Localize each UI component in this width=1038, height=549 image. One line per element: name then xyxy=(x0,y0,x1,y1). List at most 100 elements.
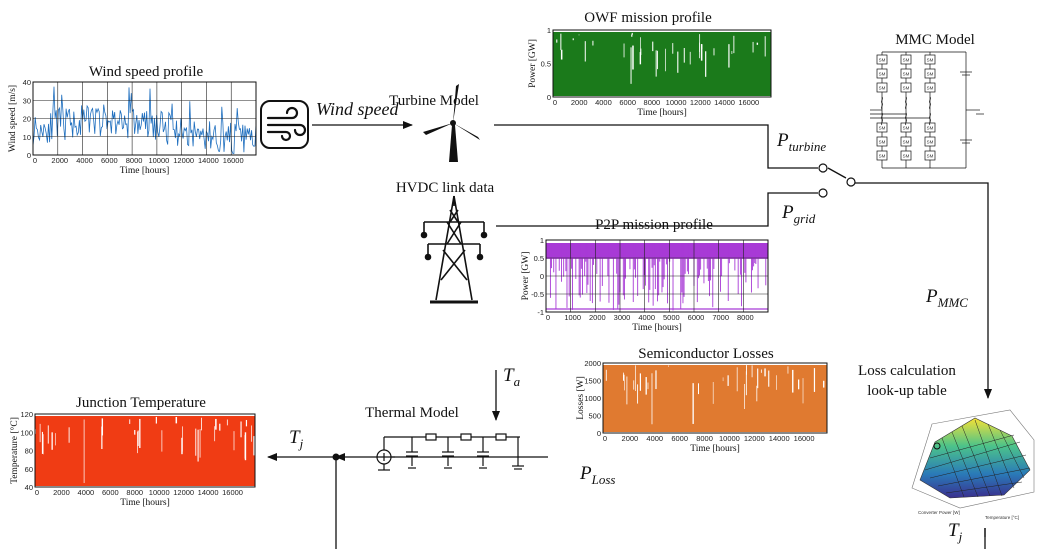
x-tick-label: 10000 xyxy=(149,488,170,497)
plot-fill xyxy=(34,416,255,486)
x-tick-label: 5000 xyxy=(663,313,680,322)
y-tick-label: 80 xyxy=(25,447,33,456)
svg-text:Ta: Ta xyxy=(503,365,521,389)
y-axis-label: Wind speed [m/s] xyxy=(8,85,18,152)
x-axis-label: Time [hours] xyxy=(637,108,687,118)
svg-text:Converter Power [W]: Converter Power [W] xyxy=(918,510,960,515)
signal-lines xyxy=(267,124,992,549)
x-tick-label: 16000 xyxy=(794,434,815,443)
wind-speed-label: Wind speed xyxy=(316,99,399,119)
x-tick-label: 7000 xyxy=(712,313,729,322)
x-axis-label: Time [hours] xyxy=(632,323,682,333)
y-tick-label: 40 xyxy=(25,483,33,492)
submodule-label: SM xyxy=(927,126,934,131)
y-tick-label: 1 xyxy=(547,26,551,35)
plot-fill xyxy=(32,86,257,154)
x-tick-label: 16000 xyxy=(223,156,244,165)
x-tick-label: 0 xyxy=(603,434,607,443)
svg-text:Tj: Tj xyxy=(289,427,304,451)
symbol-t-j-bottom: Tj xyxy=(948,520,963,544)
y-tick-label: 20 xyxy=(23,115,31,124)
x-tick-label: 12000 xyxy=(173,156,194,165)
x-tick-label: 4000 xyxy=(78,488,95,497)
submodule-label: SM xyxy=(903,140,910,145)
y-tick-label: 1000 xyxy=(584,394,601,403)
y-tick-label: 10 xyxy=(23,133,31,142)
x-tick-label: 0 xyxy=(546,313,550,322)
x-tick-label: 14000 xyxy=(198,156,219,165)
y-axis-label: Temperature [°C] xyxy=(9,417,20,484)
submodule-label: SM xyxy=(879,154,886,159)
x-tick-label: 10000 xyxy=(666,98,687,107)
loss-table-label-2: look-up table xyxy=(867,383,947,399)
x-axis-label: Time [hours] xyxy=(120,498,170,508)
x-tick-label: 4000 xyxy=(646,434,663,443)
submodule-label: SM xyxy=(903,86,910,91)
symbol-t-a: Ta xyxy=(503,365,521,389)
x-axis-label: Time [hours] xyxy=(690,444,740,454)
x-tick-label: 8000 xyxy=(696,434,713,443)
x-tick-label: 1000 xyxy=(564,313,581,322)
submodule-label: SM xyxy=(927,154,934,159)
x-tick-label: 6000 xyxy=(688,313,705,322)
svg-text:Tj: Tj xyxy=(948,520,963,544)
x-tick-label: 12000 xyxy=(744,434,765,443)
submodule-label: SM xyxy=(927,140,934,145)
p2p-panel-title: P2P mission profile xyxy=(595,217,713,233)
loss-surface-3d-icon: Converter Power [W] Temperature [°C] xyxy=(898,409,1035,528)
submodule-label: SM xyxy=(879,58,886,63)
x-tick-label: 8000 xyxy=(126,156,143,165)
y-axis-label: Power [GW] xyxy=(521,252,531,301)
submodule-label: SM xyxy=(927,58,934,63)
y-tick-label: 0 xyxy=(547,93,551,102)
submodule-label: SM xyxy=(903,154,910,159)
x-tick-label: 0 xyxy=(33,156,37,165)
y-tick-label: 2000 xyxy=(584,359,601,368)
x-tick-label: 16000 xyxy=(738,98,759,107)
x-tick-label: 8000 xyxy=(737,313,754,322)
tj-panel-title: Junction Temperature xyxy=(76,395,206,411)
submodule-label: SM xyxy=(879,140,886,145)
x-axis-label: Time [hours] xyxy=(120,166,170,176)
x-tick-label: 14000 xyxy=(198,488,219,497)
svg-text:Temperature [°C]: Temperature [°C] xyxy=(985,515,1019,520)
x-tick-label: 6000 xyxy=(101,156,118,165)
x-tick-label: 6000 xyxy=(102,488,119,497)
thermal-model-label: Thermal Model xyxy=(365,405,459,421)
loss-panel-title: Semiconductor Losses xyxy=(638,346,774,362)
wind-icon xyxy=(260,100,309,149)
x-tick-label: 8000 xyxy=(644,98,661,107)
x-tick-label: 2000 xyxy=(51,156,68,165)
x-tick-label: 2000 xyxy=(53,488,70,497)
x-tick-label: 14000 xyxy=(769,434,790,443)
x-tick-label: 10000 xyxy=(719,434,740,443)
owf-panel-title: OWF mission profile xyxy=(584,10,712,26)
x-tick-label: 6000 xyxy=(619,98,636,107)
svg-text:Pturbine: Pturbine xyxy=(776,130,826,154)
x-tick-label: 4000 xyxy=(76,156,93,165)
transmission-tower-icon xyxy=(420,195,488,304)
mmc-model-label: MMC Model xyxy=(895,32,975,48)
svg-text:Pgrid: Pgrid xyxy=(781,202,816,226)
symbol-t-j-left: Tj xyxy=(289,427,304,451)
svg-text:PLoss: PLoss xyxy=(579,463,615,487)
plot-fill xyxy=(552,32,771,96)
x-tick-label: 14000 xyxy=(714,98,735,107)
submodule-label: SM xyxy=(879,86,886,91)
x-tick-label: 3000 xyxy=(614,313,631,322)
symbol-p-turbine: Pturbine xyxy=(776,130,826,154)
junction-node xyxy=(332,453,340,461)
x-tick-label: 2000 xyxy=(589,313,606,322)
x-tick-label: 16000 xyxy=(222,488,243,497)
y-tick-label: 1500 xyxy=(584,377,601,386)
symbol-p-grid: Pgrid xyxy=(781,202,816,226)
x-tick-label: 12000 xyxy=(173,488,194,497)
submodule-label: SM xyxy=(903,72,910,77)
submodule-label: SM xyxy=(879,72,886,77)
y-tick-label: 100 xyxy=(20,428,33,437)
y-axis-label: Power [GW] xyxy=(528,39,538,88)
x-tick-label: 4000 xyxy=(595,98,612,107)
